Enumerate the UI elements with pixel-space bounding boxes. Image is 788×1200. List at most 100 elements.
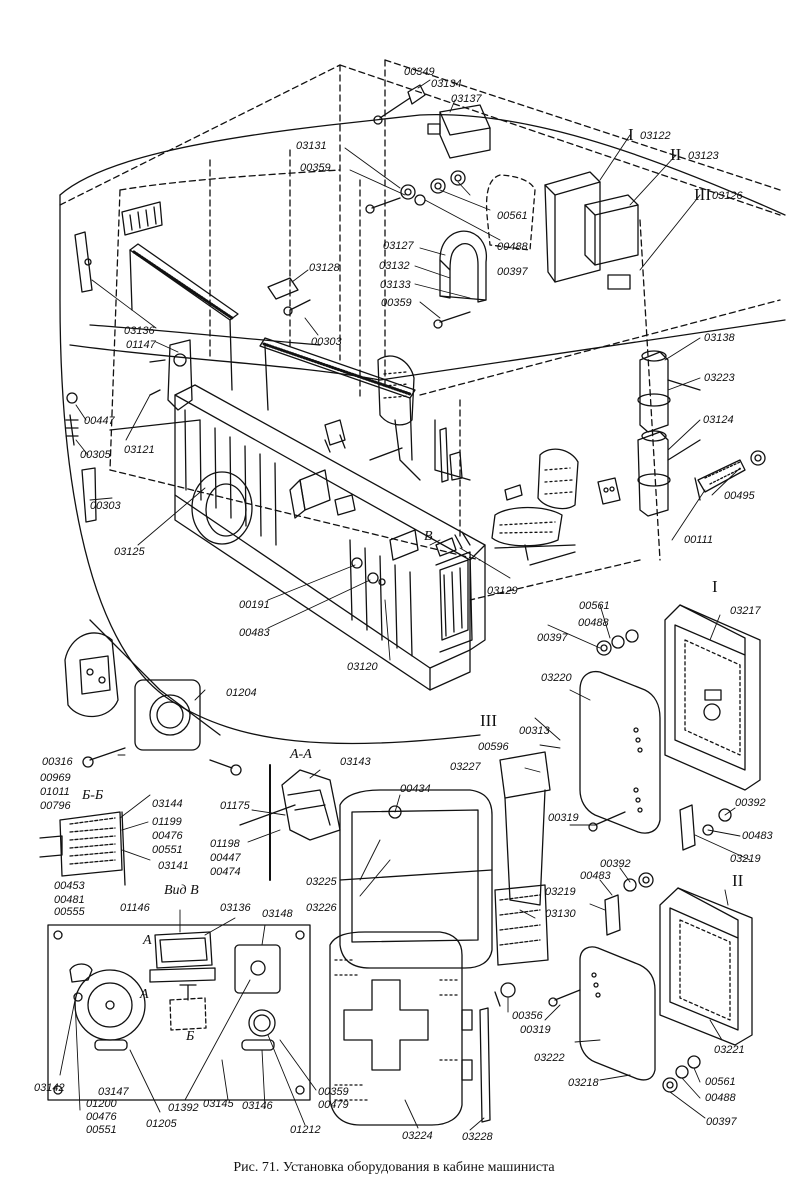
callout-00551: 00551 [152, 844, 183, 856]
right-upper-fixtures [637, 350, 766, 517]
callout-03148: 03148 [262, 908, 293, 920]
callout-00488-c: 00488 [705, 1092, 736, 1104]
callout-01212: 01212 [290, 1124, 321, 1136]
callout-03136: 03136 [124, 325, 155, 337]
upper-equipment [65, 84, 639, 566]
callout-01147: 01147 [126, 339, 156, 351]
callout-03133: 03133 [380, 279, 411, 291]
callout-03130: 03130 [545, 908, 576, 920]
callout-00397-b: 00397 [537, 632, 568, 644]
callout-03122: 03122 [640, 130, 671, 142]
callout-00488-b: 00488 [578, 617, 609, 629]
roman-one-label-box: I [712, 577, 718, 596]
callout-00359-b: 00359 [381, 297, 412, 309]
console-heater [174, 384, 486, 691]
roman-two-label-box: II [732, 871, 744, 890]
callout-03128: 03128 [309, 262, 340, 274]
section-b-marker-lower: Б [186, 1029, 195, 1044]
callout-00313: 00313 [519, 725, 550, 737]
callout-03223: 03223 [704, 372, 735, 384]
callout-01204: 01204 [226, 687, 257, 699]
callout-03220: 03220 [541, 672, 572, 684]
callout-00303-b: 00303 [90, 500, 121, 512]
section-views [39, 764, 341, 886]
callout-00474: 00474 [210, 866, 241, 878]
callout-00483-c: 00483 [580, 870, 611, 882]
callout-03227: 03227 [450, 761, 481, 773]
callout-00392: 00392 [735, 797, 766, 809]
box-two [548, 872, 753, 1093]
callout-00476: 00476 [152, 830, 183, 842]
section-a-a-label: А-А [290, 747, 312, 762]
callout-03124: 03124 [703, 414, 734, 426]
callout-03131: 03131 [296, 140, 327, 152]
callout-03125: 03125 [114, 546, 145, 558]
callout-00796: 00796 [40, 800, 71, 812]
callout-00359-c: 00359 [318, 1086, 349, 1098]
callout-03134: 03134 [431, 78, 462, 90]
callout-03145: 03145 [203, 1098, 234, 1110]
callout-03137: 03137 [451, 93, 482, 105]
callout-01198: 01198 [210, 838, 240, 850]
callout-00561-c: 00561 [705, 1076, 736, 1088]
callout-00356: 00356 [512, 1010, 543, 1022]
callout-03129: 03129 [487, 585, 518, 597]
callout-00316: 00316 [42, 756, 73, 768]
roman-three-label-box: III [480, 711, 497, 730]
callout-03219-b: 03219 [545, 886, 576, 898]
callout-03132: 03132 [379, 260, 410, 272]
callout-00319: 00319 [548, 812, 579, 824]
callout-03228: 03228 [462, 1131, 493, 1143]
socket-assembly [64, 632, 242, 776]
callout-03225: 03225 [306, 876, 337, 888]
callout-00305: 00305 [80, 449, 111, 461]
callout-00453: 00453 [54, 880, 85, 892]
callout-00551-b: 00551 [86, 1124, 117, 1136]
callout-00434: 00434 [400, 783, 431, 795]
callout-03147: 03147 [98, 1086, 129, 1098]
callout-00495: 00495 [724, 490, 755, 502]
callout-03138: 03138 [704, 332, 735, 344]
section-b-b-label: Б-Б [82, 788, 104, 803]
callout-03224: 03224 [402, 1130, 433, 1142]
callout-01392: 01392 [168, 1102, 199, 1114]
figure-caption: Рис. 71. Установка оборудования в кабине… [233, 1160, 555, 1175]
callout-01199: 01199 [152, 816, 182, 828]
callout-03142: 03142 [34, 1082, 65, 1094]
callout-01175: 01175 [220, 800, 250, 812]
callout-00359: 00359 [300, 162, 331, 174]
callout-03221: 03221 [714, 1044, 745, 1056]
callout-01205: 01205 [146, 1118, 177, 1130]
leader-lines [59, 79, 751, 1131]
callout-03144: 03144 [152, 798, 183, 810]
callout-00349: 00349 [404, 66, 435, 78]
callout-03141: 03141 [158, 860, 189, 872]
callout-00303: 00303 [311, 336, 342, 348]
callout-00111: 00111 [684, 534, 713, 546]
callout-00479: 00479 [318, 1099, 349, 1111]
callout-00596: 00596 [478, 741, 509, 753]
callout-00397: 00397 [497, 266, 528, 278]
callout-01200: 01200 [86, 1098, 117, 1110]
callout-00319-b: 00319 [520, 1024, 551, 1036]
callout-03123: 03123 [688, 150, 719, 162]
callout-03121: 03121 [124, 444, 155, 456]
callout-03146: 03146 [242, 1100, 273, 1112]
callout-00392-b: 00392 [600, 858, 631, 870]
callout-00969: 00969 [40, 772, 71, 784]
view-b-label: Вид В [164, 883, 199, 898]
first-aid-kit [329, 751, 551, 1126]
roman-one-label: I [628, 125, 634, 144]
callout-03219: 03219 [730, 853, 761, 865]
roman-three-label: III [694, 185, 711, 204]
section-b-marker: В [424, 529, 433, 544]
callout-01011: 01011 [40, 786, 70, 798]
callout-00561: 00561 [497, 210, 528, 222]
callout-01146: 01146 [120, 902, 150, 914]
callout-00191: 00191 [239, 599, 270, 611]
callout-00488: 00488 [497, 241, 528, 253]
callout-00447: 00447 [84, 415, 115, 427]
callout-00483: 00483 [239, 627, 270, 639]
callout-00481: 00481 [54, 894, 85, 906]
section-a-marker: А [143, 933, 152, 948]
